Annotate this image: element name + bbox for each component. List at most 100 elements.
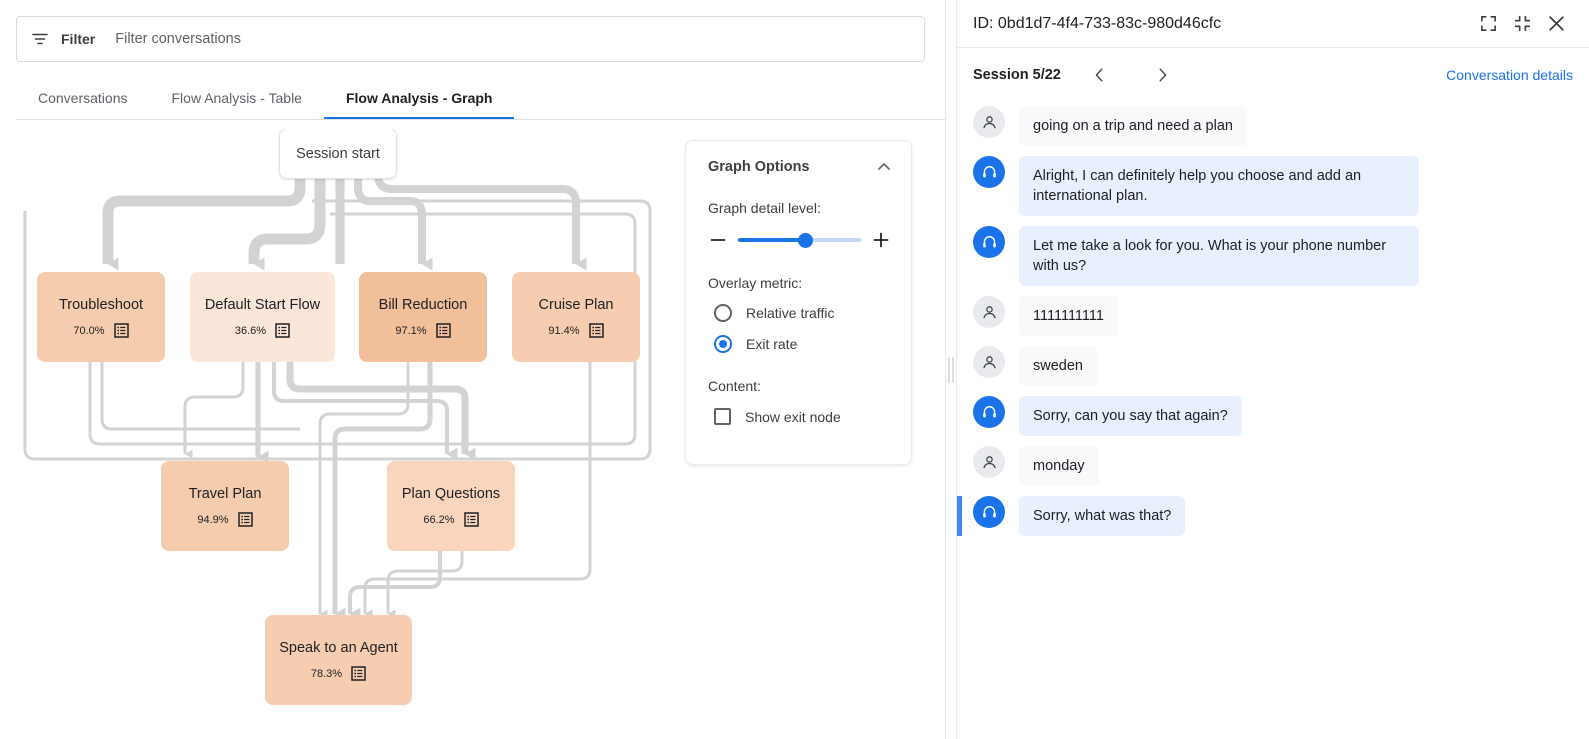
user-avatar-icon <box>973 446 1005 478</box>
agent-headset-icon <box>973 396 1005 428</box>
minus-icon[interactable] <box>708 230 728 250</box>
graph-options-header[interactable]: Graph Options <box>708 159 891 175</box>
graph-node-session-start[interactable]: Session start <box>279 129 397 179</box>
graph-detail-level-slider[interactable] <box>738 232 861 248</box>
graph-node-session-start-label: Session start <box>296 145 380 162</box>
tab-conversations[interactable]: Conversations <box>16 76 150 120</box>
plus-icon[interactable] <box>871 230 891 250</box>
graph-node-speak-to-an-agent[interactable]: Speak to an Agent 78.3% <box>265 615 412 705</box>
graph-node-speak-to-an-agent-metrics: 78.3% <box>311 666 366 681</box>
conversation-transcript: going on a trip and need a plan Alright,… <box>957 102 1589 536</box>
session-navigation: Session 5/22 Conversation details <box>957 48 1589 102</box>
message-text: Let me take a look for you. What is your… <box>1019 226 1419 286</box>
graph-node-default-start-flow-metrics: 36.6% <box>235 323 290 338</box>
graph-options-title: Graph Options <box>708 159 810 175</box>
graph-node-troubleshoot-label: Troubleshoot <box>58 297 144 313</box>
graph-node-bill-reduction[interactable]: Bill Reduction 97.1% <box>359 272 487 362</box>
slider-thumb[interactable] <box>798 232 814 248</box>
radio-relative-traffic-label: Relative traffic <box>746 305 835 321</box>
content-label: Content: <box>708 378 761 394</box>
filter-input[interactable] <box>113 30 910 48</box>
tab-flow-analysis-graph-label: Flow Analysis - Graph <box>345 90 493 106</box>
graph-node-travel-plan-metric: 94.9% <box>197 513 229 526</box>
graph-node-troubleshoot[interactable]: Troubleshoot 70.0% <box>37 272 165 362</box>
tab-flow-analysis-graph[interactable]: Flow Analysis - Graph <box>323 76 515 120</box>
list-table-icon[interactable] <box>237 512 253 527</box>
collapse-icon[interactable] <box>1505 7 1539 41</box>
graph-node-default-start-flow[interactable]: Default Start Flow 36.6% <box>190 272 335 362</box>
graph-node-plan-questions-label: Plan Questions <box>401 486 501 502</box>
graph-node-cruise-plan-label: Cruise Plan <box>538 297 614 313</box>
graph-detail-level-label: Graph detail level: <box>708 200 821 216</box>
tab-conversations-label: Conversations <box>38 90 128 106</box>
checkbox-show-exit-node-input[interactable] <box>714 408 731 425</box>
radio-exit-rate-input[interactable] <box>714 335 732 353</box>
graph-node-troubleshoot-metric: 70.0% <box>73 324 105 337</box>
list-table-icon[interactable] <box>351 666 366 681</box>
radio-exit-rate[interactable]: Exit rate <box>708 335 891 353</box>
graph-node-bill-reduction-label: Bill Reduction <box>378 297 468 313</box>
graph-node-travel-plan-metrics: 94.9% <box>197 512 253 527</box>
session-counter: Session 5/22 <box>973 67 1061 83</box>
message-item: Alright, I can definitely help you choos… <box>973 156 1573 216</box>
expand-icon[interactable] <box>1471 7 1505 41</box>
graph-node-plan-questions-metrics: 66.2% <box>423 512 479 527</box>
message-item: Sorry, can you say that again? <box>973 396 1573 436</box>
flow-graph-edges <box>23 129 652 621</box>
message-item: Let me take a look for you. What is your… <box>973 226 1573 286</box>
message-item-highlighted: Sorry, what was that? <box>957 496 1573 536</box>
user-avatar-icon <box>973 346 1005 378</box>
close-icon[interactable] <box>1539 7 1573 41</box>
graph-node-speak-to-an-agent-metric: 78.3% <box>310 667 343 680</box>
message-text: 1111111111 <box>1019 296 1118 336</box>
message-text: monday <box>1019 446 1099 486</box>
user-avatar-icon <box>973 296 1005 328</box>
list-table-icon[interactable] <box>463 512 479 527</box>
list-table-icon[interactable] <box>113 323 129 338</box>
flow-graph-canvas[interactable]: Session start Troubleshoot 70.0% Default… <box>0 129 945 739</box>
list-table-icon[interactable] <box>588 323 604 338</box>
graph-node-default-start-flow-label: Default Start Flow <box>204 297 321 313</box>
filter-bar[interactable]: Filter <box>16 16 925 62</box>
graph-node-bill-reduction-metrics: 97.1% <box>395 323 451 338</box>
graph-node-bill-reduction-metric: 97.1% <box>395 324 427 337</box>
graph-node-cruise-plan[interactable]: Cruise Plan 91.4% <box>512 272 640 362</box>
pane-splitter[interactable] <box>945 0 957 739</box>
graph-node-plan-questions-metric: 66.2% <box>423 513 455 526</box>
chevron-right-icon[interactable] <box>1145 58 1179 92</box>
message-item: going on a trip and need a plan <box>973 106 1573 146</box>
radio-relative-traffic[interactable]: Relative traffic <box>708 304 891 322</box>
graph-node-plan-questions[interactable]: Plan Questions 66.2% <box>387 461 515 551</box>
conversation-details-link[interactable]: Conversation details <box>1446 67 1573 83</box>
message-item: sweden <box>973 346 1573 386</box>
user-avatar-icon <box>973 106 1005 138</box>
graph-node-default-start-flow-metric: 36.6% <box>234 324 267 337</box>
splitter-grip-icon[interactable] <box>948 356 954 383</box>
graph-options-panel: Graph Options Graph detail level: <box>685 140 912 465</box>
flow-analysis-pane: Filter Conversations Flow Analysis - Tab… <box>0 16 965 739</box>
chevron-left-icon[interactable] <box>1083 58 1117 92</box>
message-item: monday <box>973 446 1573 486</box>
radio-relative-traffic-input[interactable] <box>714 304 732 322</box>
tab-flow-analysis-table[interactable]: Flow Analysis - Table <box>150 76 324 120</box>
agent-headset-icon <box>973 496 1005 528</box>
graph-node-troubleshoot-metrics: 70.0% <box>73 323 129 338</box>
agent-headset-icon <box>973 156 1005 188</box>
message-text: sweden <box>1019 346 1097 386</box>
agent-headset-icon <box>973 226 1005 258</box>
message-item: 1111111111 <box>973 296 1573 336</box>
analysis-tabs: Conversations Flow Analysis - Table Flow… <box>16 76 965 120</box>
overlay-metric-label: Overlay metric: <box>708 275 803 291</box>
list-table-icon[interactable] <box>435 323 451 338</box>
checkbox-show-exit-node[interactable]: Show exit node <box>708 408 891 425</box>
list-table-icon[interactable] <box>275 323 290 338</box>
checkbox-show-exit-node-label: Show exit node <box>745 408 841 425</box>
chevron-up-icon[interactable] <box>877 160 891 174</box>
tabs-divider <box>16 119 965 120</box>
filter-label: Filter <box>61 31 96 47</box>
graph-node-travel-plan[interactable]: Travel Plan 94.9% <box>161 461 289 551</box>
tab-flow-analysis-table-label: Flow Analysis - Table <box>171 90 302 106</box>
slider-fill <box>738 238 806 242</box>
graph-detail-level-control <box>708 230 891 250</box>
